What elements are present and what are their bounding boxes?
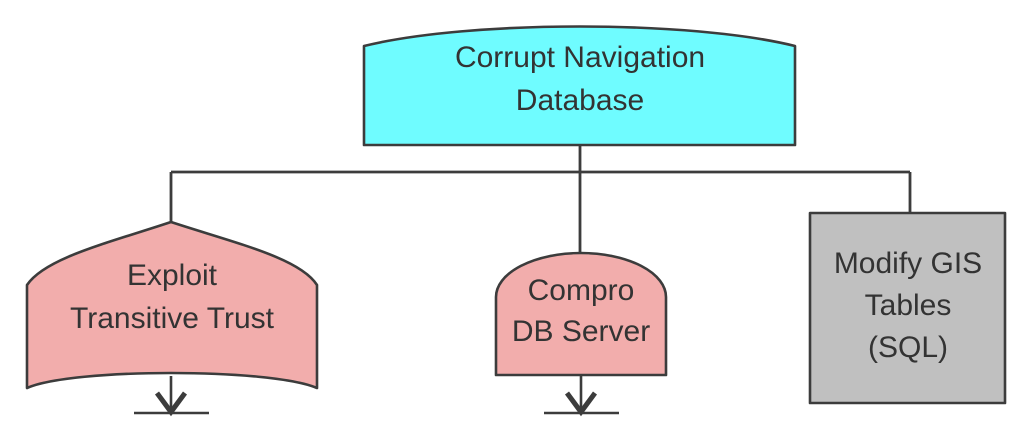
right-node-label-line2: Tables xyxy=(865,289,952,322)
root-node-label-line1: Corrupt Navigation xyxy=(455,41,705,74)
node-corrupt-navigation-database[interactable]: Corrupt Navigation Database xyxy=(362,25,797,147)
terminator-left xyxy=(134,376,209,417)
node-exploit-transitive-trust[interactable]: Exploit Transitive Trust xyxy=(25,220,319,390)
right-node-label-line1: Modify GIS xyxy=(834,247,982,280)
terminator-middle xyxy=(544,376,619,417)
root-node-label-line2: Database xyxy=(516,84,644,117)
left-node-label-line2: Transitive Trust xyxy=(70,302,275,335)
root-node-shape[interactable] xyxy=(362,25,797,147)
node-modify-gis-tables-sql[interactable]: Modify GIS Tables (SQL) xyxy=(808,211,1007,405)
middle-node-label-line2: DB Server xyxy=(512,315,650,348)
middle-node-shape[interactable] xyxy=(494,251,668,377)
node-compro-db-server[interactable]: Compro DB Server xyxy=(494,251,668,377)
right-node-shape[interactable] xyxy=(808,211,1007,405)
edge-group xyxy=(169,145,912,258)
right-node-label-line3: (SQL) xyxy=(868,331,948,364)
left-node-shape[interactable] xyxy=(25,220,319,390)
middle-node-label-line1: Compro xyxy=(528,274,635,307)
left-node-label-line1: Exploit xyxy=(127,259,218,292)
